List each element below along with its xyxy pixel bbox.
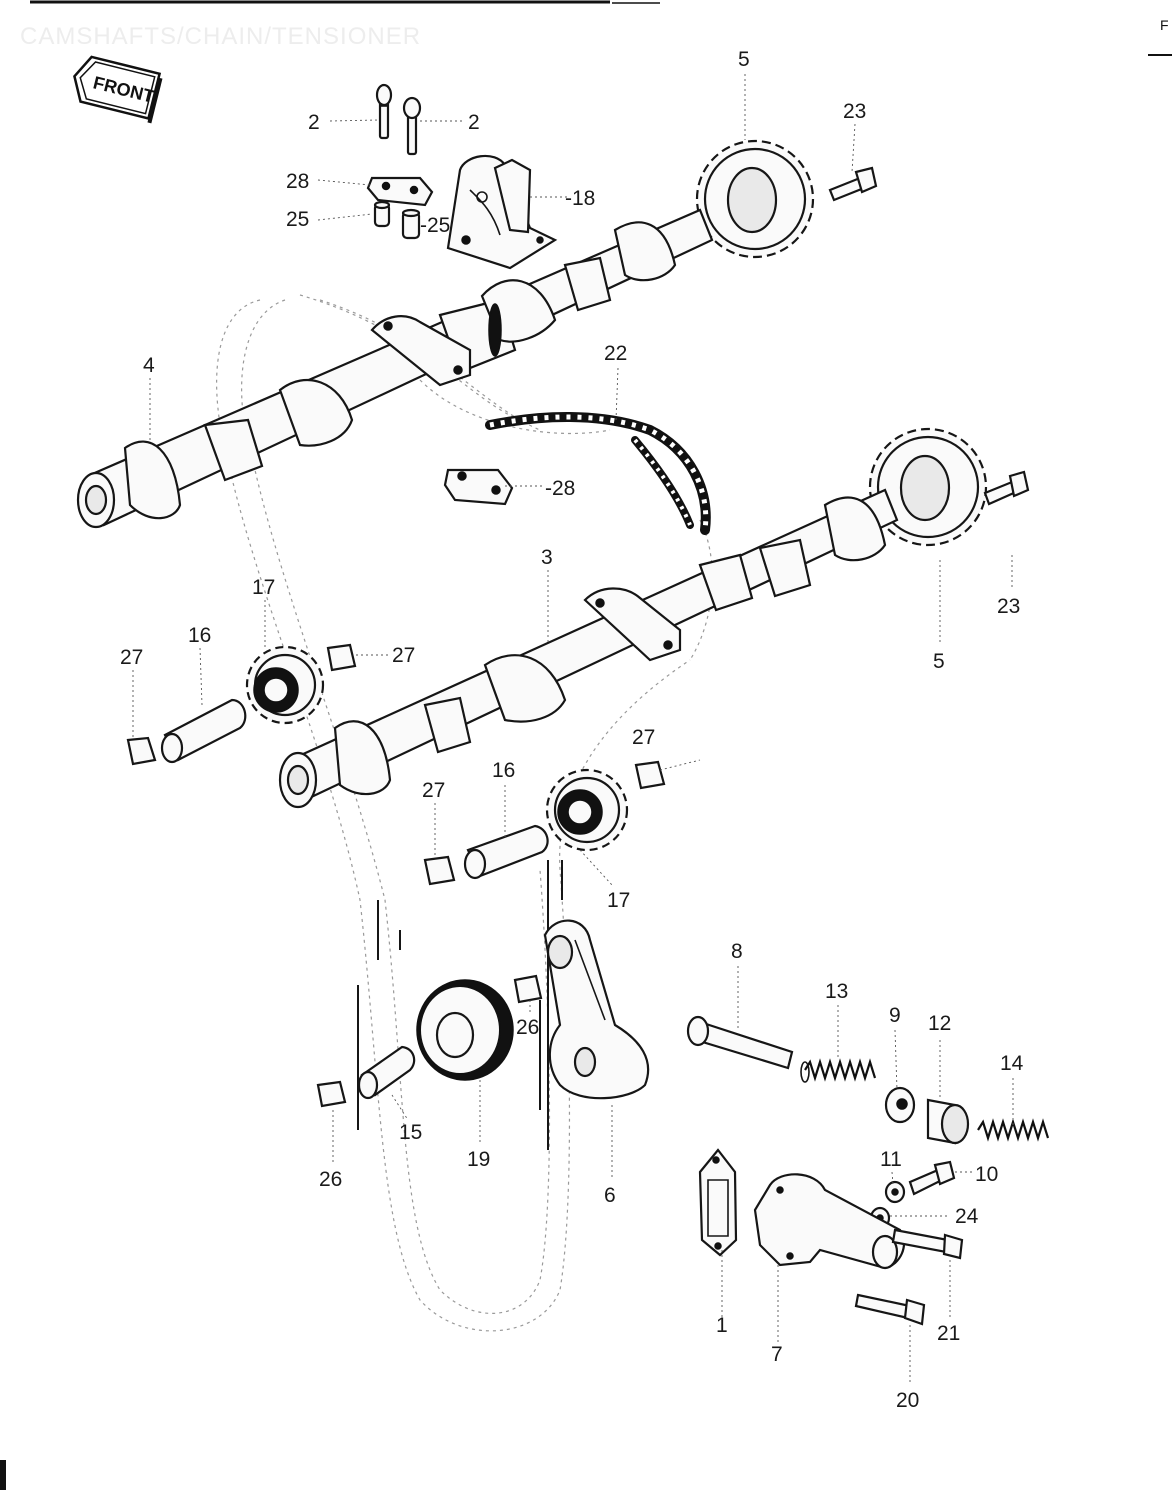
faint-section-title: CAMSHAFTS/CHAIN/TENSIONER [20, 23, 421, 50]
label-part-14: 14 [1000, 1052, 1024, 1075]
sprocket-bolt-23-right [983, 470, 1030, 506]
left-edge-mark [0, 1460, 6, 1490]
bolt-20 [854, 1293, 926, 1326]
label-part-24: 24 [955, 1205, 979, 1228]
label-part-23-right: 23 [997, 595, 1020, 618]
tensioner-housing-7 [753, 1173, 906, 1270]
spring-13 [800, 1058, 877, 1083]
label-part-17-left: 17 [252, 576, 275, 599]
label-part-8: 8 [731, 940, 743, 963]
cam-chain-22 [485, 412, 711, 535]
label-part-6: 6 [604, 1184, 616, 1207]
idler-shaft-16-left [160, 698, 247, 764]
camshaft-3 [278, 488, 899, 809]
bolt-21 [891, 1228, 964, 1260]
chain-guide-18 [446, 154, 558, 270]
label-part-2-left: 2 [308, 111, 320, 134]
rubber-damper-27-d [634, 760, 666, 790]
label-part-16-left: 16 [188, 624, 211, 647]
label-part-11: 11 [880, 1148, 902, 1171]
label-part-12: 12 [928, 1012, 951, 1035]
front-direction-badge: FRONT [73, 55, 163, 124]
edge-letter: F [1160, 17, 1169, 33]
label-part-15: 15 [399, 1121, 422, 1144]
bolt-10 [908, 1160, 956, 1196]
label-part-27-b: 27 [392, 644, 415, 667]
label-part-22: 22 [604, 342, 627, 365]
label-part-3: 3 [541, 546, 553, 569]
sprocket-bolt-23-top [828, 166, 878, 202]
rubber-damper-27-b [326, 643, 357, 672]
label-part-18: -18 [565, 187, 595, 210]
camshaft-cap-28-loose [443, 468, 514, 506]
camshaft-4 [76, 208, 714, 529]
label-part-17-lower: 17 [607, 889, 630, 912]
label-part-27-c: 27 [422, 779, 445, 802]
chain-ghost-outline [216, 294, 713, 1332]
label-part-28-top: 28 [286, 170, 309, 193]
label-part-27-d: 27 [632, 726, 655, 749]
gasket-1 [698, 1148, 738, 1257]
label-part-20: 20 [896, 1389, 919, 1412]
rubber-damper-27-c [423, 855, 456, 886]
label-part-10: 10 [975, 1163, 998, 1186]
retainer-9 [884, 1086, 916, 1124]
idler-sprocket-17-lower [545, 768, 629, 852]
camshaft-cap-28-top [366, 176, 434, 207]
bolt-2-right [402, 96, 422, 156]
label-part-9: 9 [889, 1004, 901, 1027]
label-part-16-lower: 16 [492, 759, 515, 782]
label-part-21: 21 [937, 1322, 960, 1345]
label-part-4: 4 [143, 354, 155, 377]
idler-sprocket-17-left [245, 645, 325, 725]
camshaft-sprocket-5-right [868, 427, 988, 547]
spring-14 [977, 1118, 1050, 1142]
rubber-damper-26-b [513, 974, 543, 1004]
label-part-13: 13 [825, 980, 848, 1003]
tensioner-push-rod-8 [686, 1015, 794, 1070]
bolt-2-left [375, 83, 393, 140]
label-part-23-top: 23 [843, 100, 866, 123]
label-part-26-left: 26 [319, 1168, 342, 1191]
rubber-damper-26-a [316, 1080, 347, 1108]
chain-tensioner-arm-6 [543, 919, 650, 1100]
label-part-5-top: 5 [738, 48, 750, 71]
label-part-5-right: 5 [933, 650, 945, 673]
idler-shaft-16-lower [463, 824, 549, 880]
label-part-26-right: 26 [516, 1016, 539, 1039]
part-number-labels: 2 2 28 25 -25 -18 5 23 4 22 -28 23 5 3 1… [120, 48, 1024, 1412]
label-part-28-loose: -28 [545, 477, 575, 500]
label-part-25-left: 25 [286, 208, 309, 231]
label-part-19: 19 [467, 1148, 490, 1171]
rubber-damper-27-a [126, 736, 157, 766]
roller-shaft-15 [357, 1045, 416, 1100]
leader-lines [132, 74, 1014, 1385]
label-part-25-right: -25 [420, 214, 450, 237]
camshaft-sprocket-5-top [695, 139, 815, 259]
label-part-7: 7 [771, 1343, 783, 1366]
guide-roller-19 [416, 979, 514, 1081]
dowel-pin-25-left [373, 200, 391, 228]
label-part-1: 1 [716, 1314, 728, 1337]
cap-12 [926, 1098, 970, 1145]
label-part-2-right: 2 [468, 111, 480, 134]
label-part-27-a: 27 [120, 646, 143, 669]
washer-11 [884, 1180, 906, 1204]
dowel-pin-25-right [401, 208, 421, 240]
